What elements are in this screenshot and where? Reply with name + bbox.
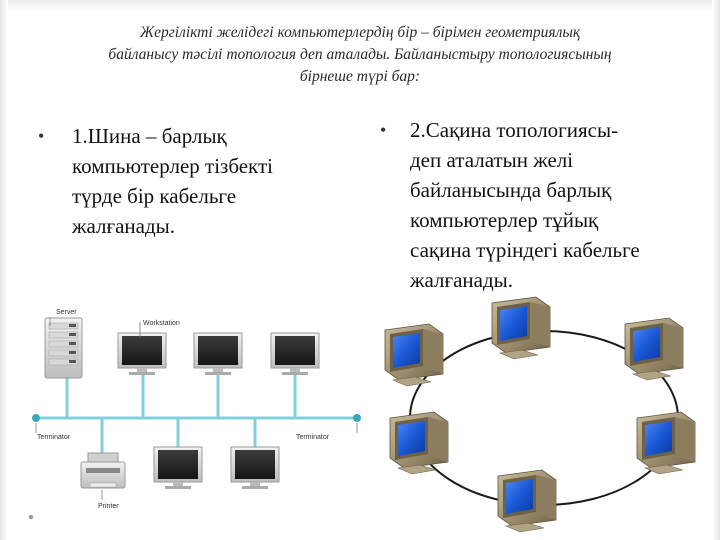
- ring-computer-icon: [498, 470, 556, 532]
- ring-computer-icon: [492, 297, 550, 359]
- ring-computer-icon: [385, 324, 443, 386]
- ring-computer-icon: [625, 318, 683, 380]
- ring-computer-icon: [390, 412, 448, 474]
- ring-computer-icon: [637, 412, 695, 474]
